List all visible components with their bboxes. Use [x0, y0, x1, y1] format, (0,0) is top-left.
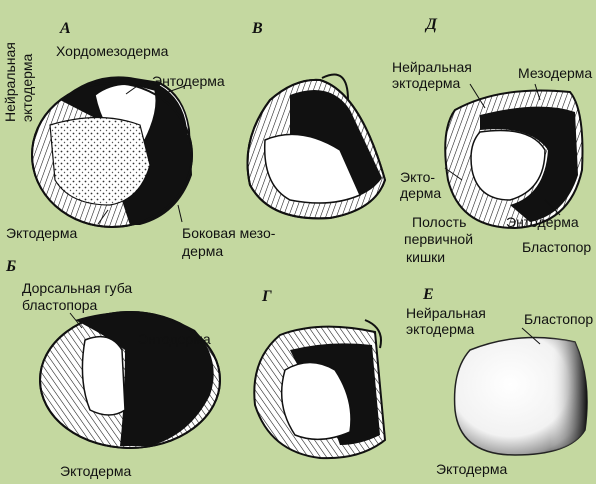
label-mesoderm-d: Мезодерма: [518, 65, 593, 81]
label-dorsal-lip-2: бластопора: [22, 297, 98, 313]
label-lateral-mesoderm-2: дерма: [182, 243, 224, 259]
label-endoderm-b: Энтодерма: [138, 331, 211, 347]
label-gut-cavity-2: первичной: [404, 231, 474, 247]
label-neural-ectoderm-e-1: Нейральная: [406, 305, 486, 321]
panel-letter-b: Б: [6, 258, 17, 275]
embryo-v: [246, 73, 387, 220]
label-neural-ectoderm-d-2: эктодерма: [392, 75, 461, 91]
panel-letter-g: Г: [262, 288, 272, 305]
label-chordomesoderm: Хордомезодерма: [56, 43, 169, 59]
label-neural-ectoderm-d-1: Нейральная: [392, 59, 472, 75]
label-neural-ectoderm-e-2: эктодерма: [406, 321, 475, 337]
label-neural-ectoderm-vertical-1: Нейральная: [2, 42, 18, 122]
panel-letter-v: В: [252, 20, 263, 37]
embryo-b: [39, 311, 221, 449]
label-dorsal-lip-1: Дорсальная губа: [22, 280, 133, 296]
label-ectoderm-d-2: дерма: [400, 185, 442, 201]
label-ectoderm-d-1: Экто-: [400, 169, 436, 185]
embryo-a: [31, 76, 193, 228]
label-gut-cavity-1: Полость: [412, 214, 467, 230]
label-endoderm-a: Энтодерма: [152, 73, 225, 89]
panel-letter-d: Д: [426, 16, 437, 33]
embryo-d: [444, 89, 584, 230]
panel-letter-a: А: [60, 20, 71, 37]
label-blastopore-d: Бластопор: [522, 239, 592, 255]
embryo-g: [253, 319, 387, 460]
label-gut-cavity-3: кишки: [406, 249, 446, 265]
label-endoderm-d: Энтодерма: [506, 214, 579, 230]
label-neural-ectoderm-vertical-2: эктодерма: [19, 53, 35, 122]
leader-lines: [69, 83, 561, 345]
label-lateral-mesoderm-1: Боковая мезо-: [182, 225, 276, 241]
embryo-e: [453, 336, 588, 456]
panel-letter-e: Е: [423, 286, 434, 303]
label-ectoderm-b: Эктодерма: [60, 463, 132, 479]
label-ectoderm-e: Эктодерма: [436, 461, 508, 477]
label-blastopore-e: Бластопор: [524, 311, 594, 327]
label-ectoderm-a: Эктодерма: [6, 225, 78, 241]
